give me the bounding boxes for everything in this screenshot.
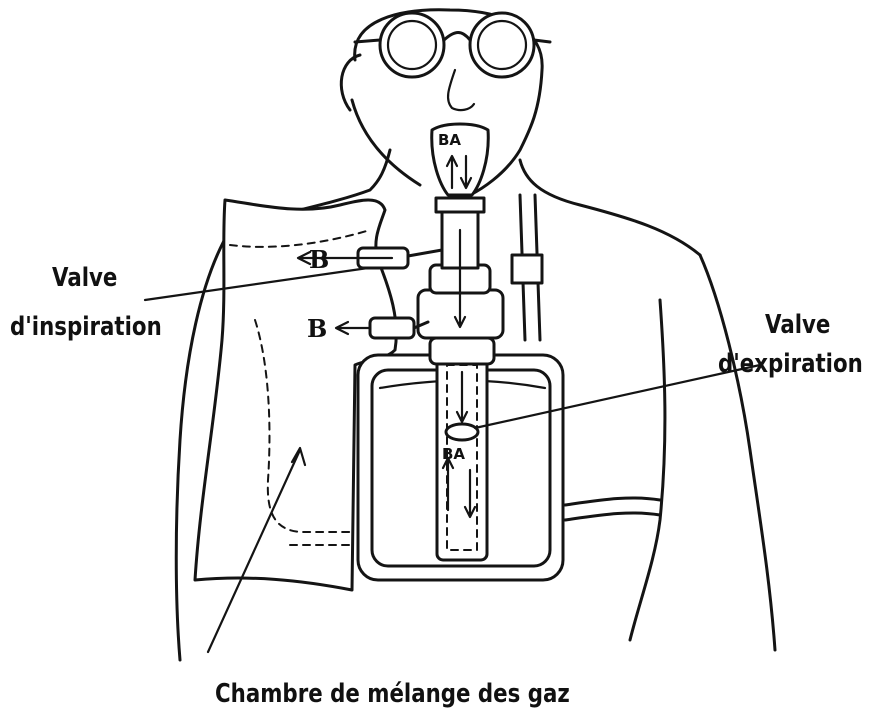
label-valve-expiration-line1: Valve <box>765 310 830 340</box>
expiration-valve-disc <box>446 424 478 440</box>
nose <box>448 70 474 110</box>
label-valve-expiration-line2: d'expiration <box>718 349 863 379</box>
marker-outlet-b-upper: B <box>309 248 329 272</box>
tube-collar <box>430 338 494 364</box>
arm-right <box>700 255 775 650</box>
mouth-tube-ring <box>436 198 484 212</box>
marker-outlet-b-lower: B <box>307 317 327 341</box>
label-mixing-chamber: Chambre de mélange des gaz <box>215 679 570 709</box>
harness-strap-bottom <box>565 498 660 520</box>
marker-mouth-ba: BA <box>438 132 461 148</box>
label-valve-inspiration-line2: d'inspiration <box>10 312 162 342</box>
label-valve-inspiration-line1: Valve <box>52 263 117 293</box>
ear-left <box>341 55 360 110</box>
inspiration-port-lower <box>370 318 414 338</box>
neck-right <box>520 160 700 255</box>
arm-right-inner <box>630 300 665 640</box>
goggles <box>355 13 550 77</box>
strap-buckle <box>512 255 542 283</box>
marker-canister-ba: BA <box>442 446 465 462</box>
jaw-line <box>352 100 420 185</box>
